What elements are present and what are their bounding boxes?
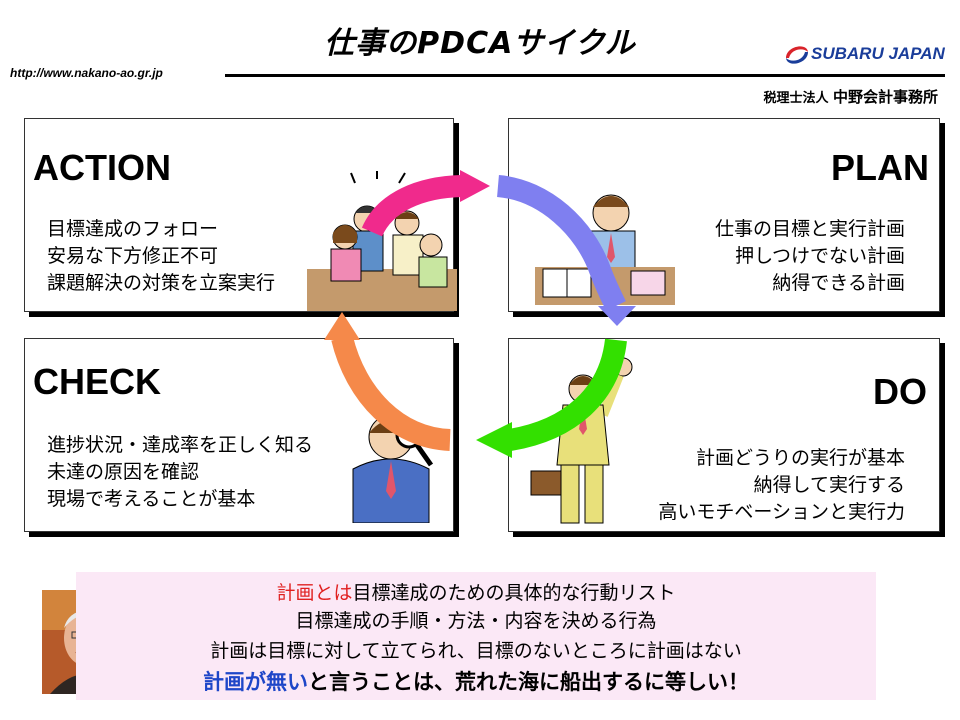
summary-line-1: 計画とは目標達成のための具体的な行動リスト: [76, 578, 876, 605]
do-line: 高いモチベーションと実行力: [658, 501, 905, 523]
summary-line-4: 計画が無いと言うことは、荒れた海に船出するに等しい！: [76, 666, 876, 696]
subaru-japan-logo: SUBARU JAPAN: [783, 40, 945, 70]
page-title: 仕事のPDCAサイクル: [324, 26, 636, 61]
header-divider: [225, 74, 945, 77]
do-line: 納得して実行する: [753, 474, 905, 496]
summary-emphasis-blue: 計画が無い: [203, 670, 308, 694]
plan-line: 仕事の目標と実行計画: [714, 218, 905, 240]
website-url[interactable]: http://www.nakano-ao.gr.jp: [10, 66, 163, 80]
planning-man-illustration: [535, 194, 675, 305]
firm-main-name: 中野会計事務所: [832, 88, 938, 106]
firm-name: 税理士法人 中野会計事務所: [763, 86, 938, 107]
check-lines: 進捗状況・達成率を正しく知る 未達の原因を確認 現場で考えることが基本: [47, 432, 313, 513]
arrow-head-do-to-check: [476, 422, 512, 458]
check-line: 未達の原因を確認: [47, 461, 200, 483]
action-lines: 目標達成のフォロー 安易な下方修正不可 課題解決の対策を立案実行: [47, 216, 275, 297]
firm-prefix: 税理士法人: [763, 91, 829, 106]
plan-line: 押しつけでない計画: [735, 245, 905, 267]
arrow-head-action-to-plan: [460, 170, 490, 202]
plan-line: 納得できる計画: [772, 272, 905, 294]
action-box: ACTION 目標達成のフォロー 安易な下方修正不可 課題解決の対策を立案実行: [24, 118, 457, 312]
action-line: 安易な下方修正不可: [47, 245, 219, 267]
magnifier-man-illustration: [352, 414, 434, 523]
logo-text: SUBARU JAPAN: [811, 44, 945, 63]
arrow-head-check-to-action: [324, 312, 360, 340]
plan-heading: PLAN: [831, 147, 929, 188]
action-line: 目標達成のフォロー: [47, 218, 219, 240]
summary-line-1-rest: 目標達成のための具体的な行動リスト: [352, 582, 676, 604]
summary-line-3: 計画は目標に対して立てられ、目標のないところに計画はない: [210, 640, 742, 662]
swirl-logo-icon: [786, 46, 808, 64]
summary-panel: 計画とは目標達成のための具体的な行動リスト 目標達成の手順・方法・内容を決める行…: [76, 572, 876, 700]
check-line: 進捗状況・達成率を正しく知る: [47, 434, 314, 456]
team-meeting-illustration: [307, 171, 457, 311]
do-heading: DO: [873, 371, 927, 412]
check-box: CHECK 進捗状況・達成率を正しく知る 未達の原因を確認 現場で考えることが基…: [24, 338, 454, 532]
businessman-fist-illustration: [530, 357, 633, 524]
plan-lines: 仕事の目標と実行計画 押しつけでない計画 納得できる計画: [715, 216, 905, 297]
summary-emphasis-red: 計画とは: [276, 582, 353, 604]
action-heading: ACTION: [33, 147, 171, 188]
check-heading: CHECK: [33, 361, 162, 402]
do-box: DO 計画どうりの実行が基本 納得して実行する 高いモチベーションと実行力: [508, 338, 940, 532]
plan-box: PLAN 仕事の目標と実行計画 押しつけでない計画 納得できる計画: [508, 118, 940, 312]
do-lines: 計画どうりの実行が基本 納得して実行する 高いモチベーションと実行力: [658, 445, 905, 526]
summary-line-4-rest: と言うことは、荒れた海に船出するに等しい！: [308, 670, 749, 694]
check-line: 現場で考えることが基本: [47, 488, 256, 510]
do-line: 計画どうりの実行が基本: [695, 447, 905, 469]
action-line: 課題解決の対策を立案実行: [47, 272, 276, 294]
summary-line-2: 目標達成の手順・方法・内容を決める行為: [295, 610, 657, 632]
